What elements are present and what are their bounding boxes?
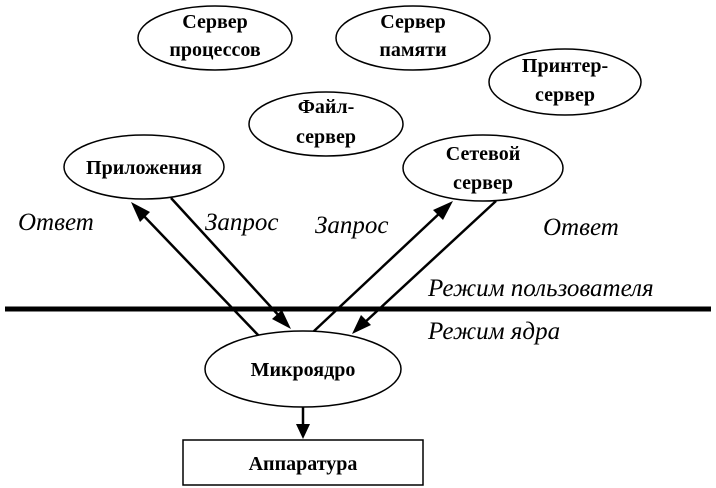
file-server-node: Файл- сервер <box>248 91 404 157</box>
applications-label: Приложения <box>86 157 202 179</box>
kernel-to-hardware-arrow <box>296 407 310 439</box>
left-response-label: Ответ <box>18 209 94 236</box>
left-response-arrow <box>131 202 260 337</box>
applications-node: Приложения <box>63 134 225 200</box>
printer-server-node: Принтер- сервер <box>488 48 642 116</box>
process-server-line-1: Сервер <box>182 11 248 33</box>
network-server-node: Сетевой сервер <box>402 134 564 202</box>
microkernel-node: Микроядро <box>204 330 402 408</box>
process-server-line-2: процессов <box>169 39 261 61</box>
printer-server-line-2: сервер <box>535 84 595 106</box>
kernel-mode-label: Режим ядра <box>427 318 560 345</box>
file-server-line-1: Файл- <box>298 96 355 118</box>
network-server-line-2: сервер <box>453 172 513 194</box>
hardware-node: Аппаратура <box>182 439 424 486</box>
hardware-label: Аппаратура <box>249 453 358 475</box>
memory-server-node: Сервер памяти <box>335 5 491 71</box>
right-request-label: Запрос <box>315 212 388 239</box>
network-server-line-1: Сетевой <box>446 143 520 165</box>
memory-server-line-2: памяти <box>379 39 446 61</box>
microkernel-label: Микроядро <box>251 359 356 381</box>
left-request-arrow <box>170 197 291 329</box>
user-mode-label: Режим пользователя <box>427 275 654 302</box>
right-response-label: Ответ <box>543 214 619 241</box>
left-request-label: Запрос <box>205 209 278 236</box>
right-response-arrow <box>352 200 497 334</box>
printer-server-line-1: Принтер- <box>522 55 608 77</box>
file-server-line-2: сервер <box>296 126 356 148</box>
right-request-arrow <box>312 201 453 333</box>
memory-server-line-1: Сервер <box>380 11 446 33</box>
process-server-node: Сервер процессов <box>137 5 293 71</box>
